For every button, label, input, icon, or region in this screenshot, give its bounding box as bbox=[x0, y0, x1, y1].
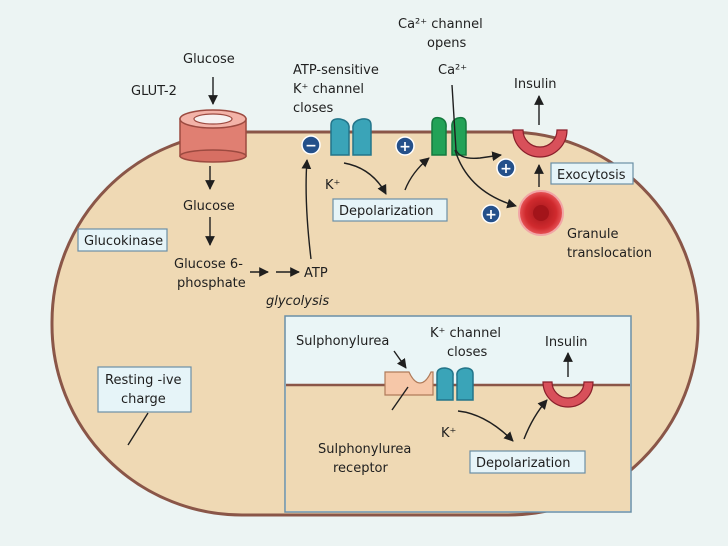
plus-sign-icon: + bbox=[481, 204, 501, 224]
calcium-channel-label: Ca²⁺ channel bbox=[398, 17, 483, 32]
inset-insulin-label: Insulin bbox=[545, 335, 588, 350]
calcium-ion-label: Ca²⁺ bbox=[438, 63, 467, 78]
depolarization-label: Depolarization bbox=[339, 204, 433, 219]
inset-k-channel-icon bbox=[436, 367, 474, 401]
sulfonylurea-receptor-icon bbox=[384, 371, 434, 396]
granule-translocation-label: Granule bbox=[567, 227, 618, 242]
glucokinase-label: Glucokinase bbox=[84, 234, 163, 249]
resting-charge-label: Resting -ive bbox=[105, 373, 182, 388]
katp-channel-icon bbox=[330, 118, 372, 156]
glut2-label: GLUT-2 bbox=[131, 84, 177, 99]
glucokinase-box bbox=[77, 228, 168, 252]
inset-k-channel-label: K⁺ channel bbox=[430, 326, 501, 341]
glucose-inner-label: Glucose bbox=[183, 199, 235, 214]
sulfonylurea-label: Sulphonylurea bbox=[296, 334, 389, 349]
insulin-granule-icon bbox=[518, 190, 564, 236]
plus-sign-icon: + bbox=[395, 136, 415, 156]
inset-vesicle-icon bbox=[542, 381, 594, 408]
exocytosis-box bbox=[550, 162, 634, 185]
inset-arrows bbox=[391, 350, 573, 442]
svg-text:+: + bbox=[500, 161, 512, 177]
plus-sign-icon: + bbox=[496, 158, 516, 178]
katp-channel-label: ATP-sensitive bbox=[293, 63, 379, 78]
sulfonylurea-receptor-label: Sulphonylurea bbox=[318, 442, 411, 457]
pathway-arrows bbox=[127, 77, 544, 446]
minus-sign-icon: − bbox=[301, 135, 321, 155]
insulin-label: Insulin bbox=[514, 77, 557, 92]
exocytosis-label: Exocytosis bbox=[557, 168, 626, 183]
glut2-transporter-icon bbox=[179, 109, 247, 163]
atp-label: ATP bbox=[304, 266, 328, 281]
svg-text:+: + bbox=[399, 139, 411, 155]
sulfonylurea-inset: Sulphonylurea K⁺ channel closes Insulin … bbox=[284, 315, 632, 513]
svg-text:−: − bbox=[305, 138, 317, 154]
katp-channel-label: K⁺ channel bbox=[293, 82, 364, 97]
inset-potassium-ion-label: K⁺ bbox=[441, 426, 456, 441]
resting-charge-label: charge bbox=[121, 392, 166, 407]
inset-depolarization-label: Depolarization bbox=[476, 456, 570, 471]
granule-translocation-label: translocation bbox=[567, 246, 652, 261]
potassium-ion-label: K⁺ bbox=[325, 178, 340, 193]
glucose-6-phosphate-label: Glucose 6- bbox=[174, 257, 243, 272]
glucose-label: Glucose bbox=[183, 52, 235, 67]
glycolysis-label: glycolysis bbox=[266, 294, 329, 309]
inset-depolarization-box bbox=[469, 450, 586, 474]
katp-channel-label: closes bbox=[293, 101, 333, 116]
calcium-channel-label: opens bbox=[427, 36, 466, 51]
glucose-6-phosphate-label: phosphate bbox=[177, 276, 246, 291]
inset-k-channel-label: closes bbox=[447, 345, 487, 360]
depolarization-box bbox=[332, 198, 448, 222]
svg-text:+: + bbox=[485, 207, 497, 223]
sulfonylurea-receptor-label: receptor bbox=[333, 461, 389, 476]
resting-charge-box bbox=[97, 366, 192, 413]
exocytosis-vesicle-icon bbox=[512, 129, 568, 158]
